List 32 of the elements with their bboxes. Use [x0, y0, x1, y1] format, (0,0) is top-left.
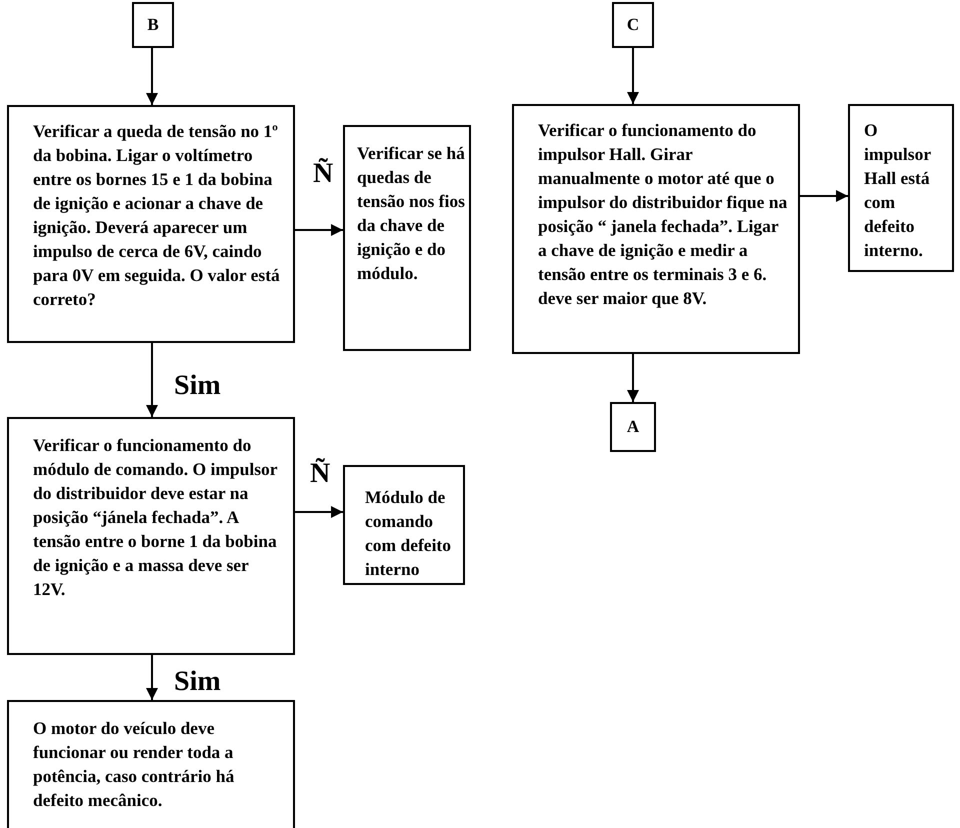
- box-text: A: [626, 416, 640, 438]
- arrow: [627, 354, 639, 402]
- box-text: Verificar o funcionamento do módulo de comando. O impulsor do distribuidor deve estar na posição “jánela fechada”. A tensão entre o borne 1 da bobina de ignição e a massa deve ser 12V.: [33, 434, 278, 601]
- arrow: [295, 224, 343, 236]
- process-box: [343, 465, 465, 585]
- process-box: [343, 125, 471, 351]
- process-box: [512, 104, 800, 354]
- box-text: O motor do veículo deve funcionar ou render toda a potência, caso contrário há defeito mecânico.: [33, 717, 236, 812]
- connector-box: [132, 2, 174, 48]
- box-text: B: [147, 14, 159, 36]
- edge-label: Sim: [174, 668, 221, 696]
- edge-label: Ñ: [313, 160, 334, 188]
- arrow: [800, 190, 848, 202]
- process-box: [848, 104, 954, 272]
- box-text: O impulsor Hall está com defeito interno.: [864, 119, 932, 262]
- process-box: [7, 700, 295, 828]
- connector-box: [612, 2, 654, 48]
- box-text: C: [626, 14, 640, 36]
- box-text: Verificar o funcionamento do impulsor Hall. Girar manualmente o motor até que o impulsor do distribuidor fique na posição “ janela fechada”. Ligar a chave de ignição e medir a tensão entre os terminais 3 e 6. deve ser maior que 8V.: [538, 119, 788, 310]
- process-box: [7, 417, 295, 655]
- process-box: [7, 105, 295, 343]
- connector-box: [610, 402, 656, 452]
- arrow: [627, 48, 639, 104]
- edge-label: Sim: [174, 372, 221, 400]
- arrow: [146, 48, 158, 105]
- arrow: [295, 506, 343, 518]
- box-text: Módulo de comando com defeito interno: [365, 486, 452, 581]
- arrow: [146, 655, 158, 700]
- arrow: [146, 343, 158, 417]
- edge-label: Ñ: [310, 460, 330, 488]
- box-text: Verificar a queda de tensão no 1º da bobina. Ligar o voltímetro entre os bornes 15 e 1 da bobina de ignição e acionar a chave de ignição. Deverá aparecer um impulso de cerca de 6V, caindo para 0V em seguida. O valor está correto?: [33, 120, 281, 311]
- box-text: Verificar se há quedas de tensão nos fios da chave de ignição e do módulo.: [357, 142, 465, 285]
